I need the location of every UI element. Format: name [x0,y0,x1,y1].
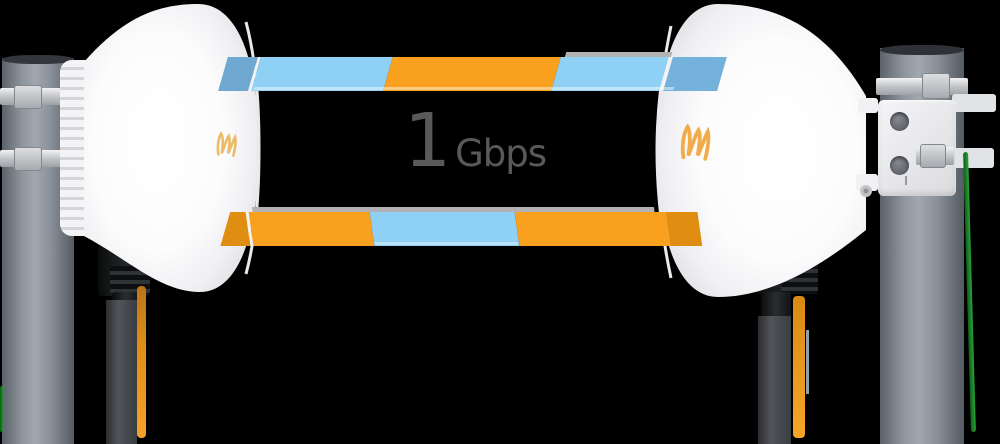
throughput-unit: Gbps [455,132,547,175]
flow-segment-orange-center [383,57,561,91]
left-logo-m-glyph [216,131,237,157]
right-bracket-arm-lower [952,148,994,168]
left-orange-wire [137,286,146,438]
right-radome-mount-tab-lower [856,174,878,191]
left-cable [106,300,137,444]
left-pole-cap [2,55,74,64]
right-cable [758,316,791,444]
right-clamp-screw-upper [922,73,950,99]
flow-segment-blue-right [551,57,669,91]
left-radome-body [84,4,259,292]
right-plate-slot [905,176,907,185]
right-bracket-arm-upper [952,94,996,112]
right-plate-hole-upper [890,112,909,131]
left-radome-ribbed-neck [60,60,86,236]
flow-segment-cap-right [666,212,703,246]
left-ground-wire [0,386,4,432]
right-connector-cylinder [761,292,791,320]
bottom-bar-bottom-highlight [375,242,518,245]
bottom-bar-top-face [252,207,655,212]
right-orange-wire [793,296,805,438]
data-flow-bar-bottom [216,212,703,246]
data-flow-bar-top [218,52,727,91]
top-bar-bottom-highlight [253,87,675,90]
right-plate-hole-lower [890,156,909,175]
right-radome-mount-tab-upper [858,98,878,113]
flow-segment-blue-center [370,212,520,246]
left-clamp-screw-lower [14,147,42,171]
right-clamp-screw-lower [920,144,946,168]
flow-segment-orange-left [249,212,375,246]
mimosa-logo-right [680,123,711,161]
right-wire-accent-line [806,330,809,394]
right-pole-cap [880,45,964,55]
throughput-value: 1 [404,98,451,184]
mimosa-logo-left [216,131,237,157]
flow-segment-orange-right [515,212,671,246]
throughput-label: 1 Gbps [404,98,547,184]
left-clamp-screw-upper [14,85,42,109]
top-bar-top-face [564,52,673,57]
flow-segment-overlap-right [663,57,727,91]
right-radome-bolt-center [863,188,869,194]
flow-segment-blue-left [251,57,393,91]
right-logo-m-glyph [680,123,711,161]
